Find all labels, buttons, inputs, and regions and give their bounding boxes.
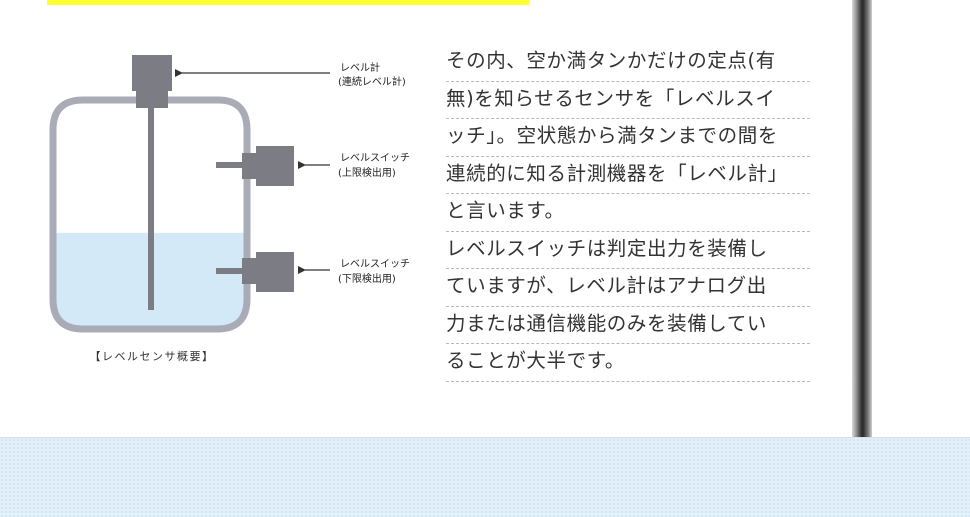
lower-switch-probe xyxy=(216,268,242,274)
description-text: その内、空か満タンかだけの定点(有 無)を知らせるセンサを「レベルスイ ッチ」。… xyxy=(446,44,810,382)
level-sensor-diagram: レベル計 (連続レベル計) レベルスイッチ (上限検出用) レベルスイッチ (下… xyxy=(49,55,410,363)
tank xyxy=(49,96,251,333)
diagram-caption: 【レベルセンサ概要】 xyxy=(90,350,215,363)
text-line: ることが大半です。 xyxy=(446,344,810,382)
upper-switch-body xyxy=(256,146,294,186)
footer-band xyxy=(0,437,970,517)
highlight-bar xyxy=(47,0,529,5)
text-line: レベルスイッチは判定出力を装備し xyxy=(446,232,810,269)
text-line: ッチ」。空状態から満タンまでの間を xyxy=(446,119,810,157)
lower-switch-body xyxy=(256,252,294,292)
upper-switch-neck xyxy=(242,153,258,179)
lower-switch-label-1: レベルスイッチ xyxy=(340,258,410,270)
level-meter-head xyxy=(132,55,172,91)
level-meter-probe xyxy=(148,108,154,310)
level-meter-label-1: レベル計 xyxy=(340,61,380,74)
text-line: ていますが、レベル計はアナログ出 xyxy=(446,269,810,307)
upper-switch-probe xyxy=(216,162,242,168)
vertical-divider xyxy=(852,0,872,437)
upper-switch-label-1: レベルスイッチ xyxy=(340,152,410,164)
text-line: 無)を知らせるセンサを「レベルスイ xyxy=(446,82,810,119)
lower-switch-neck xyxy=(242,258,258,284)
text-line: 連続的に知る計測機器を「レベル計」 xyxy=(446,157,810,194)
text-line: その内、空か満タンかだけの定点(有 xyxy=(446,44,810,82)
text-line: 力または通信機能のみを装備してい xyxy=(446,307,810,344)
lower-switch-label-2: (下限検出用) xyxy=(338,272,396,285)
level-meter-label-2: (連続レベル計) xyxy=(338,75,406,88)
level-meter-flange xyxy=(136,91,168,108)
upper-switch-label-2: (上限検出用) xyxy=(338,166,396,179)
text-line: と言います。 xyxy=(446,194,810,232)
